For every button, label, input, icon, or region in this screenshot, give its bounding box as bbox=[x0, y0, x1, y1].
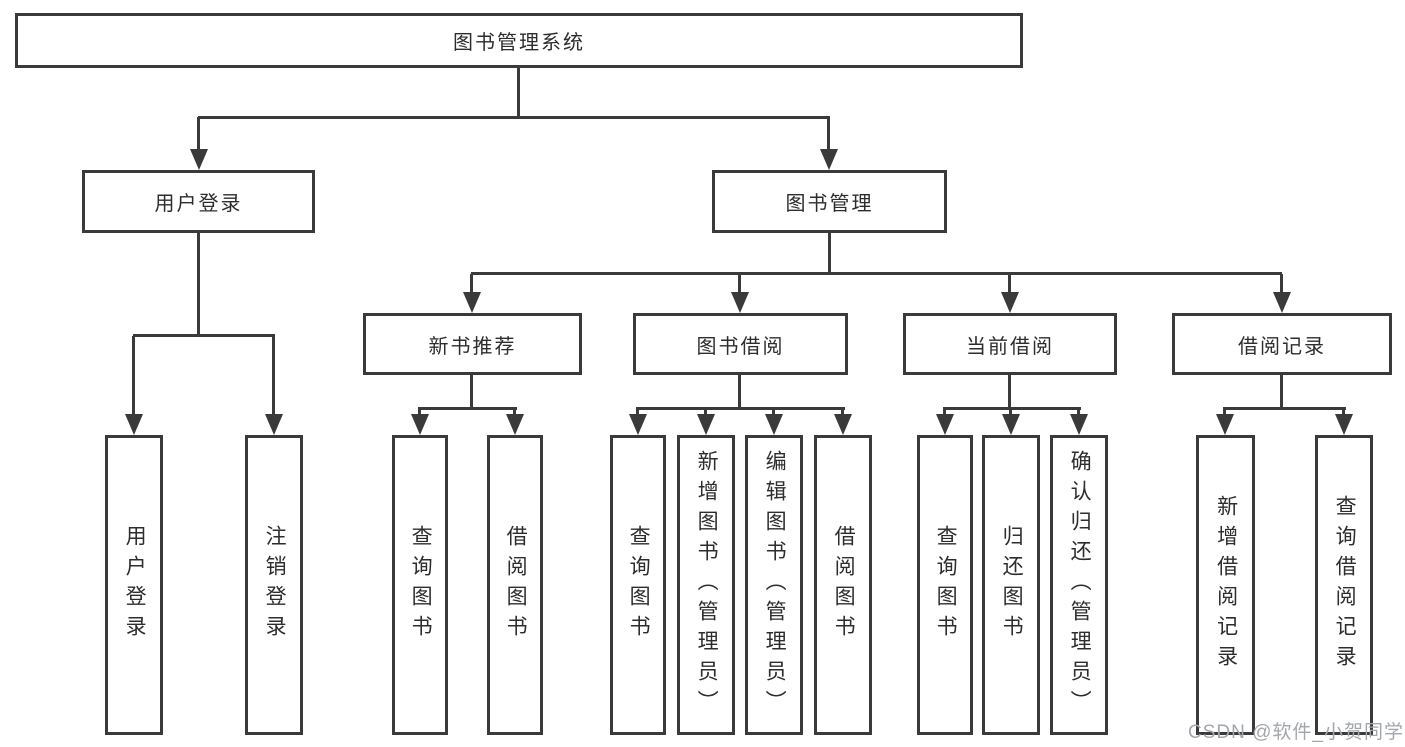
leaf-borrowing-add-books-admin-label: 新增图书（管理员） bbox=[695, 450, 719, 720]
connector-level3-branch bbox=[471, 272, 1282, 275]
leaf-borrowing-edit-books-admin: 编辑图书（管理员） bbox=[745, 435, 803, 735]
node-book-management: 图书管理 bbox=[712, 170, 947, 233]
node-user-login-label: 用户登录 bbox=[154, 193, 243, 215]
arrowhead-borrowing-query-icon bbox=[629, 414, 647, 435]
arrowhead-borrowing-records-icon bbox=[1273, 292, 1291, 313]
connector-drop-current-confirm bbox=[1077, 409, 1080, 416]
connector-book-management-stem bbox=[828, 233, 831, 274]
arrowhead-book-borrowing-icon bbox=[731, 292, 749, 313]
connector-current-borrowing-branch bbox=[943, 407, 1081, 410]
connector-new-book-recommend-stem bbox=[470, 375, 473, 410]
connector-drop-borrowing-query bbox=[636, 409, 639, 416]
connector-drop-records-add bbox=[1223, 409, 1226, 416]
leaf-current-return-books-label: 归还图书 bbox=[1000, 525, 1024, 645]
node-book-management-label: 图书管理 bbox=[785, 193, 874, 215]
node-current-borrowing-label: 当前借阅 bbox=[966, 335, 1054, 358]
node-book-borrowing-label: 图书借阅 bbox=[696, 335, 785, 358]
connector-book-borrowing-stem bbox=[738, 375, 741, 410]
connector-drop-recommend-query bbox=[418, 409, 421, 416]
node-root: 图书管理系统 bbox=[15, 13, 1023, 68]
connector-borrowing-records-stem bbox=[1280, 375, 1283, 410]
csdn-watermark: CSDN @软件_小贺同学 bbox=[1188, 722, 1404, 743]
arrowhead-borrowing-borrow-icon bbox=[834, 414, 852, 435]
connector-borrowing-records-branch bbox=[1223, 407, 1346, 410]
node-borrowing-records: 借阅记录 bbox=[1172, 313, 1392, 375]
connector-user-login-branch bbox=[133, 334, 275, 337]
leaf-current-query-books: 查询图书 bbox=[917, 435, 973, 735]
arrowhead-current-query-icon bbox=[936, 414, 954, 435]
node-user-login: 用户登录 bbox=[82, 170, 315, 233]
node-new-book-recommend: 新书推荐 bbox=[363, 313, 582, 375]
leaf-recommend-borrow-books: 借阅图书 bbox=[487, 435, 543, 735]
connector-drop-borrowing-borrow bbox=[841, 409, 844, 416]
leaf-current-confirm-return-admin: 确认归还（管理员） bbox=[1050, 435, 1108, 735]
leaf-recommend-query-books: 查询图书 bbox=[392, 435, 448, 735]
arrowhead-borrowing-edit-icon bbox=[765, 414, 783, 435]
connector-drop-new-book-recommend bbox=[470, 274, 473, 294]
node-new-book-recommend-label: 新书推荐 bbox=[428, 335, 517, 358]
connector-new-book-recommend-branch bbox=[418, 407, 517, 410]
leaf-borrowing-query-books-label: 查询图书 bbox=[627, 525, 651, 645]
arrowhead-current-return-icon bbox=[1002, 414, 1020, 435]
node-borrowing-records-label: 借阅记录 bbox=[1238, 335, 1326, 358]
connector-drop-borrowing-add bbox=[704, 409, 707, 416]
node-root-label: 图书管理系统 bbox=[453, 32, 585, 54]
arrowhead-new-book-recommend-icon bbox=[463, 292, 481, 313]
connector-root-branch bbox=[198, 116, 830, 119]
arrowhead-records-query-icon bbox=[1335, 414, 1353, 435]
leaf-borrowing-borrow-books-label: 借阅图书 bbox=[832, 525, 856, 645]
arrowhead-recommend-query-icon bbox=[411, 414, 429, 435]
connector-drop-current-borrowing bbox=[1008, 274, 1011, 294]
connector-current-borrowing-stem bbox=[1008, 375, 1011, 410]
leaf-current-confirm-return-admin-label: 确认归还（管理员） bbox=[1068, 450, 1092, 720]
connector-drop-book-management bbox=[827, 117, 830, 152]
leaf-user-login-label: 用户登录 bbox=[123, 525, 147, 645]
leaf-current-return-books: 归还图书 bbox=[982, 435, 1040, 735]
arrowhead-recommend-borrow-icon bbox=[506, 414, 524, 435]
connector-drop-leaf-logout bbox=[272, 336, 275, 416]
leaf-current-query-books-label: 查询图书 bbox=[934, 525, 958, 645]
node-book-borrowing: 图书借阅 bbox=[633, 313, 848, 375]
arrowhead-records-add-icon bbox=[1216, 414, 1234, 435]
arrowhead-user-login-icon bbox=[190, 149, 208, 170]
connector-root-stem bbox=[517, 66, 520, 118]
leaf-recommend-query-books-label: 查询图书 bbox=[409, 525, 433, 645]
arrowhead-current-borrowing-icon bbox=[1001, 292, 1019, 313]
arrowhead-current-confirm-icon bbox=[1070, 414, 1088, 435]
leaf-recommend-borrow-books-label: 借阅图书 bbox=[504, 525, 528, 645]
leaf-borrowing-borrow-books: 借阅图书 bbox=[814, 435, 872, 735]
leaf-records-add-record: 新增借阅记录 bbox=[1196, 435, 1255, 735]
leaf-borrowing-edit-books-admin-label: 编辑图书（管理员） bbox=[763, 450, 787, 720]
arrowhead-leaf-user-login-icon bbox=[125, 414, 143, 435]
connector-drop-book-borrowing bbox=[738, 274, 741, 294]
leaf-records-add-record-label: 新增借阅记录 bbox=[1214, 495, 1238, 675]
leaf-records-query-record: 查询借阅记录 bbox=[1315, 435, 1373, 735]
leaf-borrowing-add-books-admin: 新增图书（管理员） bbox=[677, 435, 735, 735]
connector-drop-borrowing-edit bbox=[772, 409, 775, 416]
arrowhead-leaf-logout-icon bbox=[265, 414, 283, 435]
connector-drop-records-query bbox=[1342, 409, 1345, 416]
leaf-logout: 注销登录 bbox=[245, 435, 303, 735]
arrowhead-borrowing-add-icon bbox=[697, 414, 715, 435]
connector-drop-user-login bbox=[197, 117, 200, 152]
connector-drop-current-return bbox=[1009, 409, 1012, 416]
leaf-user-login: 用户登录 bbox=[105, 435, 163, 735]
arrowhead-book-management-icon bbox=[820, 149, 838, 170]
connector-book-borrowing-branch bbox=[636, 407, 845, 410]
connector-drop-recommend-borrow bbox=[513, 409, 516, 416]
connector-user-login-stem bbox=[197, 233, 200, 336]
connector-drop-current-query bbox=[943, 409, 946, 416]
leaf-logout-label: 注销登录 bbox=[263, 525, 287, 645]
connector-drop-leaf-user-login bbox=[132, 336, 135, 416]
leaf-borrowing-query-books: 查询图书 bbox=[610, 435, 666, 735]
node-current-borrowing: 当前借阅 bbox=[903, 313, 1117, 375]
leaf-records-query-record-label: 查询借阅记录 bbox=[1333, 495, 1357, 675]
connector-drop-borrowing-records bbox=[1280, 274, 1283, 294]
